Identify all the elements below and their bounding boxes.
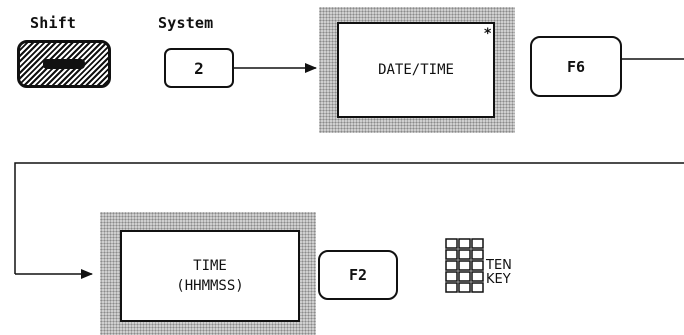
ten-key-label-line2: KEY	[486, 272, 511, 287]
shift-key[interactable]	[17, 40, 111, 88]
f6-key[interactable]: F6	[530, 36, 622, 97]
line-return-row	[14, 162, 684, 274]
shift-key-bar-icon	[43, 59, 85, 69]
system-2-key[interactable]: 2	[164, 48, 234, 88]
ten-key-label: TEN KEY	[486, 259, 512, 287]
time-screen-line1: TIME	[193, 258, 227, 274]
system-label: System	[158, 14, 214, 32]
time-screen-line2: (HHMMSS)	[176, 278, 244, 294]
f2-key[interactable]: F2	[318, 250, 398, 300]
time-screen: TIME (HHMMSS)	[120, 230, 300, 322]
ten-key-label-line1: TEN	[486, 258, 512, 273]
shift-label: Shift	[30, 14, 77, 32]
datetime-marker: *	[484, 26, 492, 42]
datetime-screen-text: DATE/TIME	[378, 62, 454, 78]
datetime-screen: DATE/TIME	[337, 22, 495, 118]
